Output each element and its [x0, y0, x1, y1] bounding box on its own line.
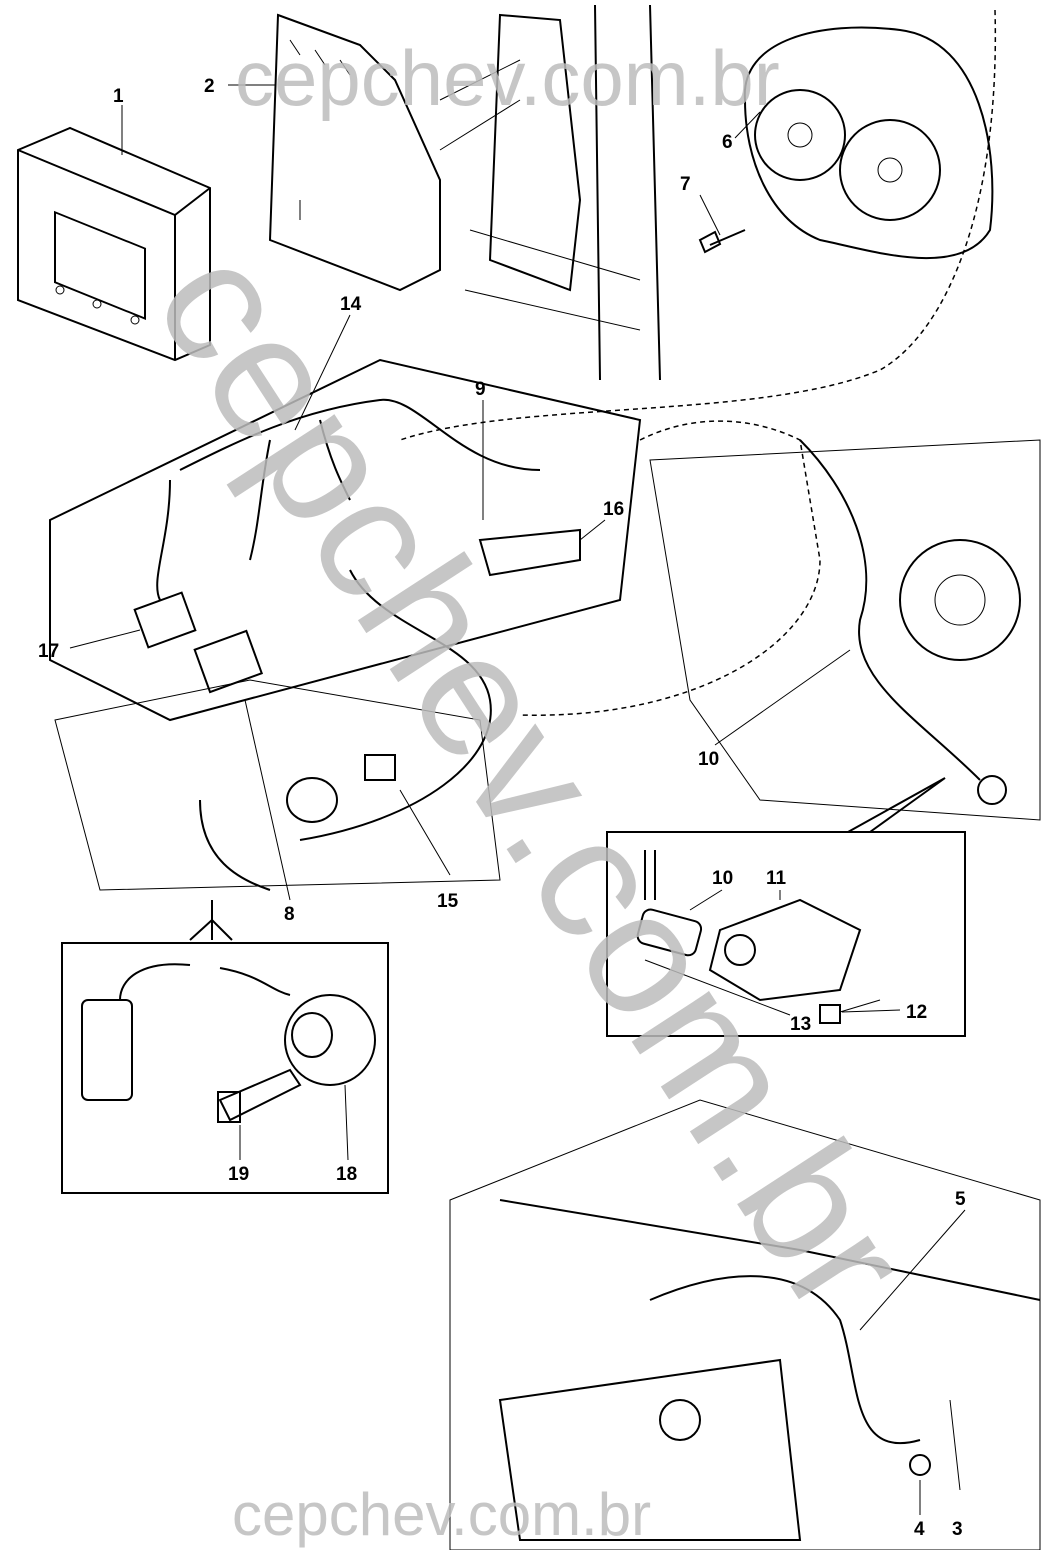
callout-leaders [69, 84, 966, 1515]
callout-3: 3 [952, 1519, 963, 1540]
callout-11: 11 [766, 868, 787, 889]
callout-16: 16 [603, 499, 624, 520]
callout-2: 2 [204, 76, 215, 97]
callout-1: 1 [113, 86, 124, 107]
engine-harness [49, 358, 642, 841]
callout-15: 15 [437, 891, 459, 912]
callout-6: 6 [722, 132, 733, 153]
callout-8: 8 [284, 904, 295, 925]
knock-sensor-detail-box [61, 900, 389, 1194]
callout-19: 19 [228, 1164, 249, 1185]
callout-17: 17 [38, 641, 59, 662]
watermark-top: cepchev.com.br [235, 34, 780, 122]
ecu-bracket [268, 4, 661, 381]
engine-bay-bottom [449, 1099, 1041, 1550]
crank-sensor-detail-box [606, 777, 966, 1037]
timing-belt-assembly [698, 26, 994, 259]
callout-13: 13 [790, 1014, 811, 1035]
callout-18: 18 [336, 1164, 357, 1185]
callout-7: 7 [680, 174, 691, 195]
engine-lower-left [54, 679, 501, 891]
dashed-leader [399, 9, 997, 441]
dashed-leader [519, 420, 821, 716]
callout-9: 9 [475, 379, 486, 400]
callout-12: 12 [906, 1002, 927, 1023]
callout-10: 10 [698, 749, 719, 770]
callout-10-detail: 10 [712, 868, 733, 889]
callout-5: 5 [955, 1189, 966, 1210]
watermark-bottom: cepchev.com.br [232, 1481, 651, 1548]
callout-14: 14 [340, 294, 362, 315]
callout-4: 4 [914, 1519, 925, 1540]
ecu-module [17, 126, 211, 362]
